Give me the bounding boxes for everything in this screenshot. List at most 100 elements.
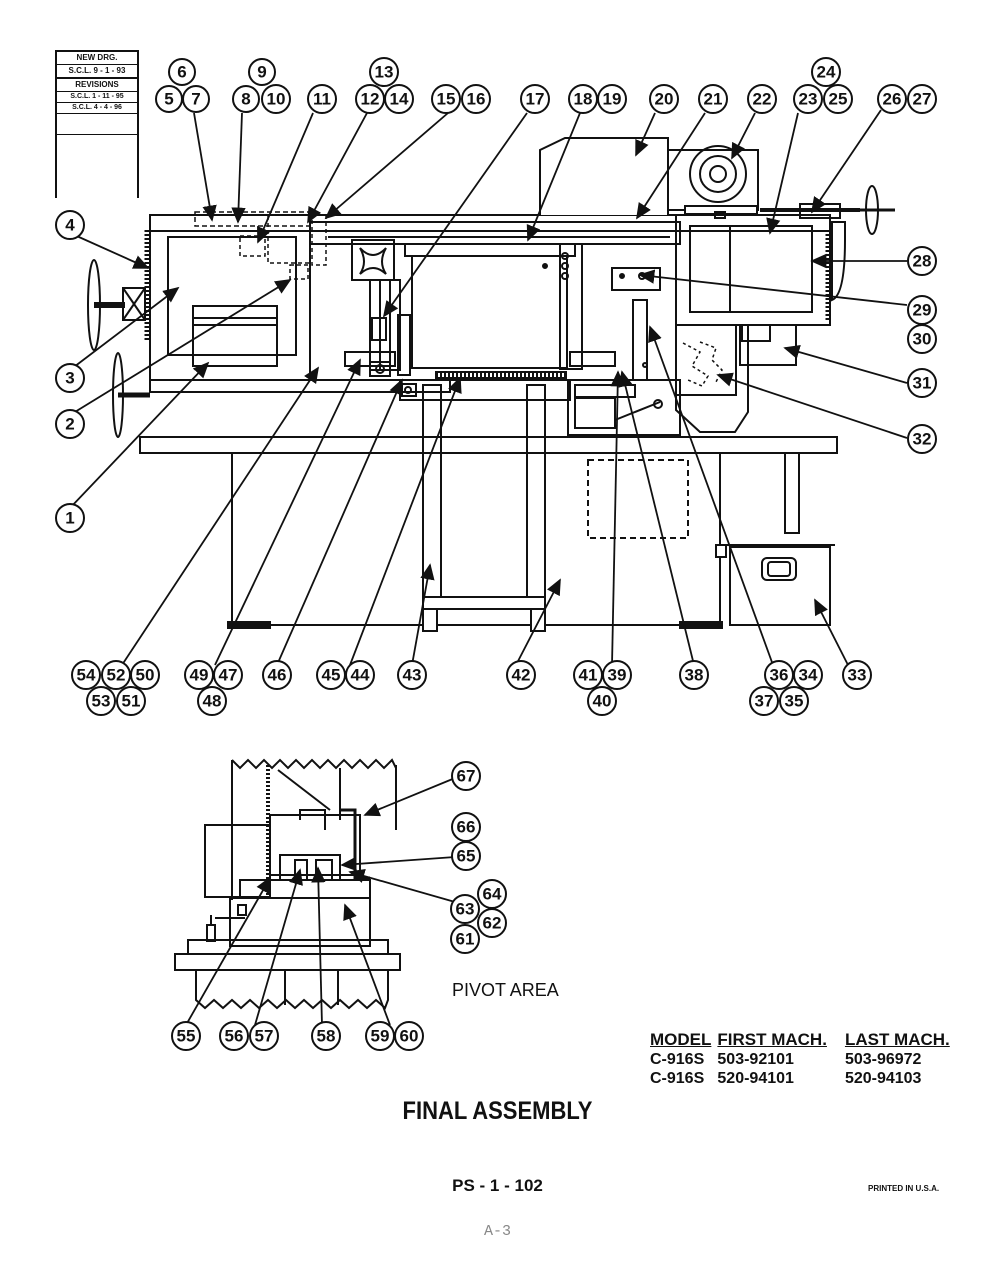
cell-first-mach: 503-92101 [717,1051,794,1068]
svg-text:38: 38 [685,666,704,685]
callout-28: 28 [907,246,937,276]
cell-model: C-916S [650,1051,705,1068]
svg-text:51: 51 [122,692,141,711]
table-header-row: MODEL FIRST MACH. LAST MACH. [650,1030,956,1050]
callout-47: 47 [213,660,243,690]
svg-text:9: 9 [257,63,266,82]
svg-text:28: 28 [913,252,932,271]
svg-text:47: 47 [219,666,238,685]
revision-entry: S.C.L. 1 - 11 - 95 [57,92,137,103]
svg-text:12: 12 [361,90,380,109]
revision-block: NEW DRG. S.C.L. 9 - 1 - 93 REVISIONS S.C… [55,50,139,198]
svg-text:60: 60 [400,1027,419,1046]
svg-text:6: 6 [177,63,186,82]
svg-text:55: 55 [177,1027,196,1046]
leader-lines [69,109,908,1026]
callout-26: 26 [877,84,907,114]
callout-17: 17 [520,84,550,114]
callout-4: 4 [55,210,85,240]
callout-15: 15 [431,84,461,114]
table-row: C-916S 520-94101 520-94103 [650,1069,956,1088]
svg-text:35: 35 [785,692,804,711]
svg-text:67: 67 [457,767,476,786]
new-drawing-label: NEW DRG. [57,52,137,65]
svg-text:23: 23 [799,90,818,109]
callout-49: 49 [184,660,214,690]
svg-text:41: 41 [579,666,598,685]
callout-36: 36 [764,660,794,690]
column-header-first-mach: FIRST MACH. [717,1030,827,1049]
callout-39: 39 [602,660,632,690]
svg-text:65: 65 [457,847,476,866]
svg-text:20: 20 [655,90,674,109]
svg-text:5: 5 [164,90,173,109]
left-wheel-housing [149,214,311,381]
revision-empty-row [57,114,137,135]
callout-67: 67 [451,761,481,791]
revision-entry: S.C.L. 4 - 4 - 96 [57,103,137,114]
callout-48: 48 [197,686,227,716]
callout-2: 2 [55,409,85,439]
callout-65: 65 [451,841,481,871]
callout-59: 59 [365,1021,395,1051]
callout-24: 24 [811,57,841,87]
callout-27: 27 [907,84,937,114]
svg-text:25: 25 [829,90,848,109]
callout-56: 56 [219,1021,249,1051]
svg-text:48: 48 [203,692,222,711]
callout-6: 6 [168,58,196,86]
svg-text:57: 57 [255,1027,274,1046]
callout-12: 12 [355,84,385,114]
callout-19: 19 [597,84,627,114]
svg-text:58: 58 [317,1027,336,1046]
cell-last-mach: 520-94103 [844,1070,922,1087]
callout-62: 62 [477,908,507,938]
callout-46: 46 [262,660,292,690]
callout-50: 50 [130,660,160,690]
callout-14: 14 [384,84,414,114]
callout-53: 53 [86,686,116,716]
svg-text:27: 27 [913,90,932,109]
callout-66: 66 [451,812,481,842]
svg-text:30: 30 [913,330,932,349]
model-serial-table: MODEL FIRST MACH. LAST MACH. C-916S 503-… [650,1030,956,1088]
revisions-header: REVISIONS [57,79,137,92]
callout-35: 35 [779,686,809,716]
callout-54: 54 [71,660,101,690]
callout-21: 21 [698,84,728,114]
svg-text:31: 31 [913,374,932,393]
callout-16: 16 [461,84,491,114]
callout-3: 3 [55,363,85,393]
svg-text:17: 17 [526,90,545,109]
callout-32: 32 [907,424,937,454]
svg-text:7: 7 [191,90,200,109]
callout-31: 31 [907,368,937,398]
callout-7: 7 [182,85,210,113]
callout-44: 44 [345,660,375,690]
footer-page-reference: A-3 [483,1223,511,1240]
svg-text:10: 10 [267,90,286,109]
svg-text:56: 56 [225,1027,244,1046]
page-title: FINAL ASSEMBLY [402,1097,593,1125]
callout-34: 34 [793,660,823,690]
callout-10: 10 [261,84,291,114]
svg-text:11: 11 [313,90,331,109]
callout-41: 41 [573,660,603,690]
svg-text:3: 3 [65,369,74,388]
svg-text:66: 66 [457,818,476,837]
svg-text:52: 52 [107,666,126,685]
new-drawing-date: S.C.L. 9 - 1 - 93 [57,65,137,79]
svg-text:34: 34 [799,666,818,685]
svg-text:59: 59 [371,1027,390,1046]
svg-text:29: 29 [913,301,932,320]
callout-25: 25 [823,84,853,114]
pivot-area-label: PIVOT AREA [452,980,559,1000]
callout-37: 37 [749,686,779,716]
svg-text:24: 24 [817,63,836,82]
svg-text:63: 63 [456,900,475,919]
svg-text:40: 40 [593,692,612,711]
callout-33: 33 [842,660,872,690]
callout-61: 61 [450,924,480,954]
callout-29: 29 [907,295,937,325]
svg-text:14: 14 [390,90,409,109]
